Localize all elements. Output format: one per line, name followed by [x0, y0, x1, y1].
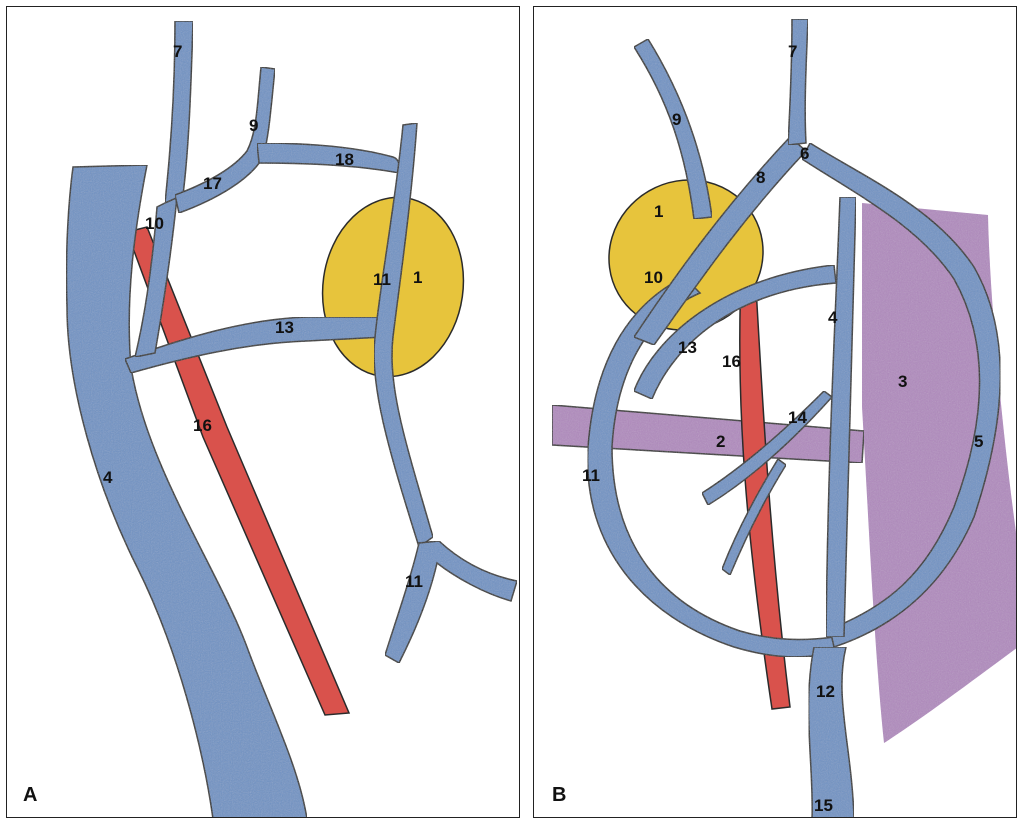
label-5: 5	[974, 432, 983, 451]
vein-15-shape	[809, 647, 854, 818]
vein-loop-shape	[588, 277, 834, 657]
label-1: 1	[413, 268, 422, 287]
label-14: 14	[788, 408, 807, 427]
muscle-3-shape	[862, 203, 1017, 743]
vein-11-lower-shape	[385, 541, 517, 663]
large-vein-shape	[66, 165, 307, 818]
label-9: 9	[249, 116, 258, 135]
label-17: 17	[203, 174, 222, 193]
panel-b: 7 9 6 8 1 10 4 13 16 3 14 2 5 11 12 15 B	[533, 6, 1017, 818]
label-11-upper: 11	[373, 270, 391, 289]
label-18: 18	[335, 150, 354, 169]
label-11: 11	[582, 466, 600, 485]
panel-b-drawing: 7 9 6 8 1 10 4 13 16 3 14 2 5 11 12 15	[534, 7, 1017, 818]
label-13: 13	[678, 338, 697, 357]
label-15: 15	[814, 796, 833, 815]
vein-18-shape	[257, 143, 400, 173]
label-3: 3	[898, 372, 907, 391]
label-8: 8	[756, 168, 765, 187]
label-9: 9	[672, 110, 681, 129]
label-6: 6	[800, 144, 809, 163]
label-4: 4	[828, 308, 838, 327]
label-7: 7	[788, 42, 797, 61]
panel-letter-a: A	[23, 784, 37, 807]
label-1: 1	[654, 202, 663, 221]
vein-7-shape	[788, 19, 808, 145]
label-10: 10	[145, 214, 164, 233]
label-2: 2	[716, 432, 725, 451]
label-10: 10	[644, 268, 663, 287]
label-16: 16	[722, 352, 741, 371]
panel-letter-b: B	[552, 784, 566, 807]
label-16: 16	[193, 416, 212, 435]
panel-a-drawing: 7 9 18 17 10 11 1 13 16 4 11	[7, 7, 520, 818]
label-4: 4	[103, 468, 113, 487]
label-13: 13	[275, 318, 294, 337]
panel-a: 7 9 18 17 10 11 1 13 16 4 11 A	[6, 6, 520, 818]
label-7: 7	[173, 42, 182, 61]
label-11-lower: 11	[405, 572, 423, 591]
label-12: 12	[816, 682, 835, 701]
vein-4-shape	[826, 197, 856, 637]
